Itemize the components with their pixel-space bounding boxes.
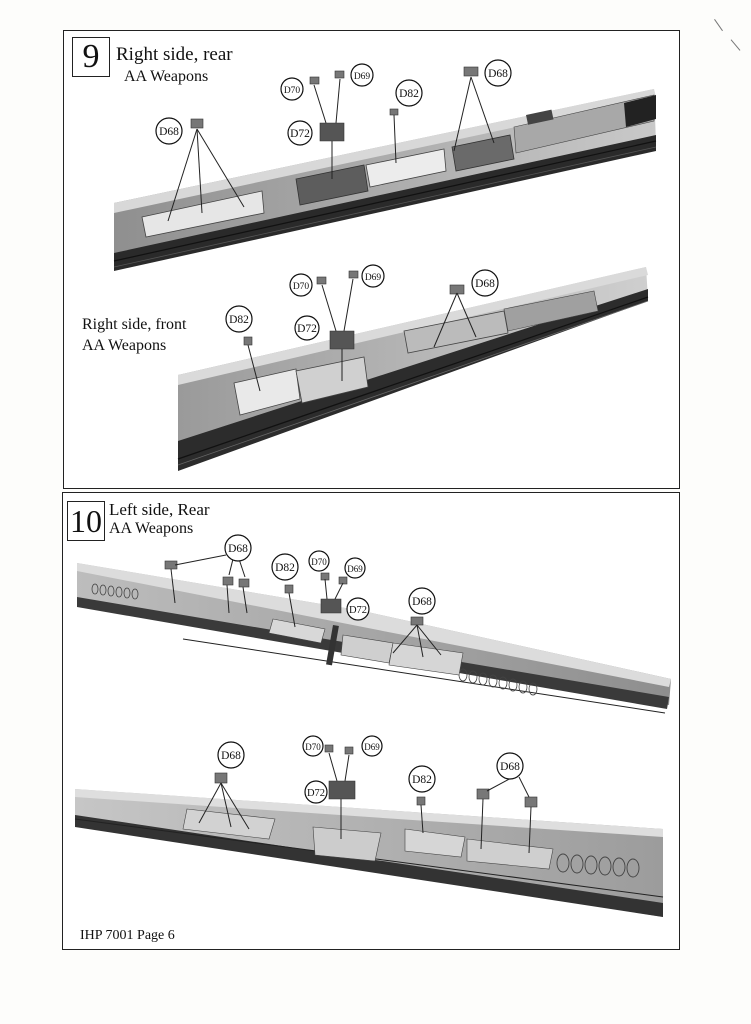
svg-text:D68: D68 [488,68,508,80]
callout-d69: D69 [361,735,383,757]
leader-lines [170,554,532,854]
step-10-number: 10 [67,501,105,541]
svg-text:D68: D68 [221,750,241,762]
svg-text:D70: D70 [293,282,310,292]
step-10-diagram: D68 D82 D70 D69 D72 D68 D68 D70 D69 D72 … [74,534,671,917]
scan-mark [714,18,724,32]
callout-d68: D68 [484,59,512,87]
callout-d72: D72 [294,315,320,341]
svg-text:D70: D70 [311,557,327,567]
svg-text:D69: D69 [364,742,380,752]
callout-d68: D68 [496,752,524,780]
svg-text:D72: D72 [297,323,317,335]
callout-d70: D70 [302,735,324,757]
step-10-panel: 10 Left side, Rear AA Weapons [62,492,680,950]
step-10-title: Left side, Rear [109,500,210,519]
callout-d68: D68 [471,269,499,297]
scan-mark [730,39,741,51]
svg-text:D69: D69 [347,564,363,574]
callout-d68: D68 [408,587,436,615]
step-9-diagram: D68 D70 D69 D82 D68 D72 D70 D69 D68 D82 … [113,59,657,471]
aa-part [164,560,538,808]
svg-text:D68: D68 [475,278,495,290]
step-9-subtitle: AA Weapons [124,68,209,85]
callout-d70: D70 [280,77,304,101]
svg-text:D72: D72 [307,788,325,799]
callout-d68: D68 [155,117,183,145]
step-9-title: Right side, rear [116,44,233,65]
svg-text:D72: D72 [290,128,310,140]
step-9-section2-subtitle: AA Weapons [82,337,167,354]
callout-d72: D72 [287,120,313,146]
leader-lines [167,76,495,392]
callout-d69: D69 [361,264,385,288]
svg-text:D68: D68 [500,761,520,773]
callout-d70: D70 [308,550,330,572]
hull-right-rear [113,89,657,271]
svg-text:D82: D82 [229,314,249,326]
callout-d69: D69 [344,557,366,579]
callout-d82: D82 [408,765,436,793]
hull-left-front [74,789,664,917]
svg-text:D82: D82 [412,774,432,786]
svg-text:D68: D68 [412,596,432,608]
aa-part [190,66,479,350]
callout-d82: D82 [395,79,423,107]
callout-d68: D68 [224,534,252,562]
svg-text:D72: D72 [349,605,367,616]
svg-text:D68: D68 [228,543,248,555]
svg-text:D69: D69 [365,273,382,283]
callout-d70: D70 [289,273,313,297]
step-9-number: 9 [72,37,110,77]
callout-d69: D69 [350,63,374,87]
hull-left-rear [77,563,671,714]
svg-text:D68: D68 [159,126,179,138]
svg-text:D70: D70 [284,86,301,96]
svg-text:D70: D70 [305,742,321,752]
svg-text:D69: D69 [354,72,371,82]
hull-right-front [177,267,649,471]
svg-text:D82: D82 [275,562,295,574]
callout-d72: D72 [304,780,328,804]
step-10-subtitle: AA Weapons [109,520,194,537]
callout-d72: D72 [346,597,370,621]
svg-text:D82: D82 [399,88,419,100]
callout-d68: D68 [217,741,245,769]
callout-d82: D82 [271,553,299,581]
step-9-section2-title: Right side, front [82,316,187,333]
page-footer: IHP 7001 Page 6 [80,928,175,943]
step-9-panel: 9 Right side, rear AA Weapons Right side… [63,30,680,489]
callout-d82: D82 [225,305,253,333]
